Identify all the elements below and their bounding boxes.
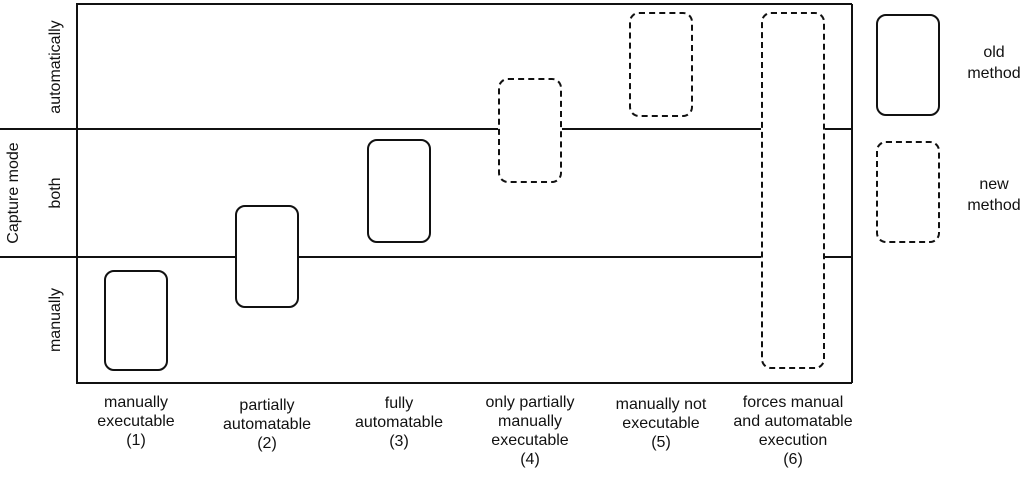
legend-old-box [876, 14, 940, 116]
category-1-box [104, 270, 168, 371]
row-label-automatically: automatically [47, 20, 64, 114]
category-2-box [235, 205, 299, 308]
y-axis-title: Capture mode [5, 142, 22, 244]
category-6-box [761, 12, 825, 369]
legend-new-box [876, 141, 940, 243]
category-5-box [629, 12, 693, 117]
category-3-box [367, 139, 431, 243]
row-label-manually: manually [47, 287, 64, 353]
category-4-box [498, 78, 562, 183]
row-label-both: both [47, 177, 64, 209]
